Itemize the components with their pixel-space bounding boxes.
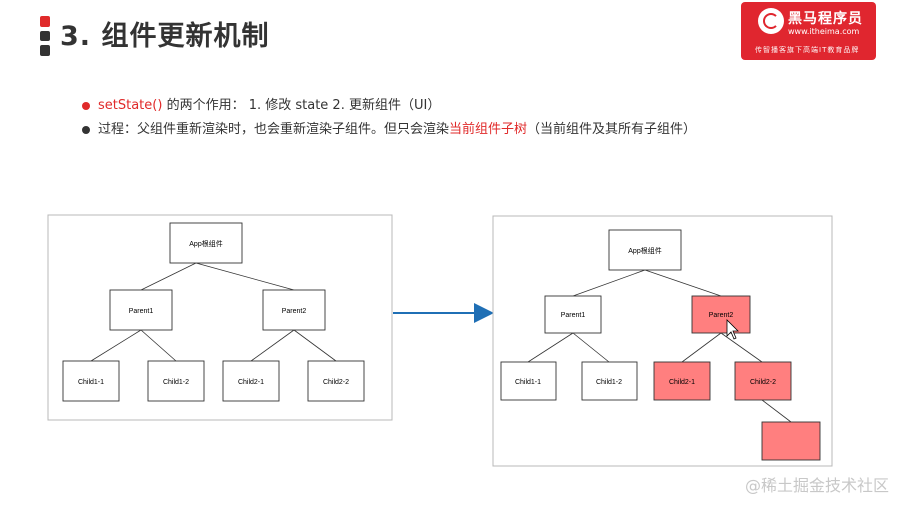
node-child11: [62, 360, 120, 402]
label-parent2: Parent2: [282, 308, 307, 315]
diagram-before: App根组件 Parent1 Parent2 Child1-1 Child1-2…: [47, 214, 393, 421]
diagram-after: App根组件 Parent1 Parent2 Child1-1 Child1-2…: [492, 215, 833, 467]
label-child12: Child1-2: [596, 379, 622, 386]
node-grandchild-updated: [761, 421, 821, 461]
bullet-dot: [82, 102, 90, 110]
label-app: App根组件: [628, 246, 661, 255]
logo-name: 黑马程序员: [788, 11, 863, 27]
watermark: @稀土掘金技术社区: [745, 476, 890, 495]
label-child22: Child2-2: [750, 379, 776, 386]
label-child11: Child1-1: [78, 379, 104, 386]
logo-url: www.itheima.com: [788, 27, 860, 36]
node-child12: [581, 361, 638, 401]
node-parent1: [544, 295, 602, 334]
node-parent2: [262, 289, 326, 331]
bullet-prefix: 过程：父组件重新渲染时，也会重新渲染子组件。但只会渲染: [98, 122, 450, 137]
horse-logo-icon: [758, 8, 784, 34]
mouse-cursor-icon: [726, 319, 739, 340]
label-parent1: Parent1: [129, 308, 154, 315]
bullet-text: 的两个作用： 1. 修改 state 2. 更新组件（UI）: [162, 98, 441, 113]
node-child11: [500, 361, 557, 401]
label-child11: Child1-1: [515, 379, 541, 386]
page-title: 3. 组件更新机制: [60, 21, 270, 52]
label-parent2: Parent2: [709, 312, 734, 319]
node-child22: [307, 360, 365, 402]
bullet-suffix: （当前组件及其所有子组件）: [527, 122, 697, 137]
setstate-highlight: setState(): [98, 98, 163, 113]
subtree-highlight: 当前组件子树: [449, 122, 528, 137]
logo-slogan: 传智播客旗下高端IT教育品牌: [755, 46, 860, 54]
label-child21: Child2-1: [238, 379, 264, 386]
label-child22: Child2-2: [323, 379, 349, 386]
node-app: [169, 222, 243, 264]
node-child22-updated: [734, 361, 792, 401]
node-parent1: [109, 289, 173, 331]
node-child21-updated: [653, 361, 711, 401]
node-parent2-updated: [691, 295, 751, 334]
label-parent1: Parent1: [561, 312, 586, 319]
title-marker: [40, 14, 50, 58]
label-app: App根组件: [189, 239, 222, 248]
label-child12: Child1-2: [163, 379, 189, 386]
node-child21: [222, 360, 280, 402]
bullet-dot: [82, 126, 90, 134]
brand-logo: 黑马程序员 www.itheima.com 传智播客旗下高端IT教育品牌: [741, 2, 876, 60]
label-child21: Child2-1: [669, 379, 695, 386]
node-app: [608, 229, 682, 271]
node-child12: [147, 360, 205, 402]
